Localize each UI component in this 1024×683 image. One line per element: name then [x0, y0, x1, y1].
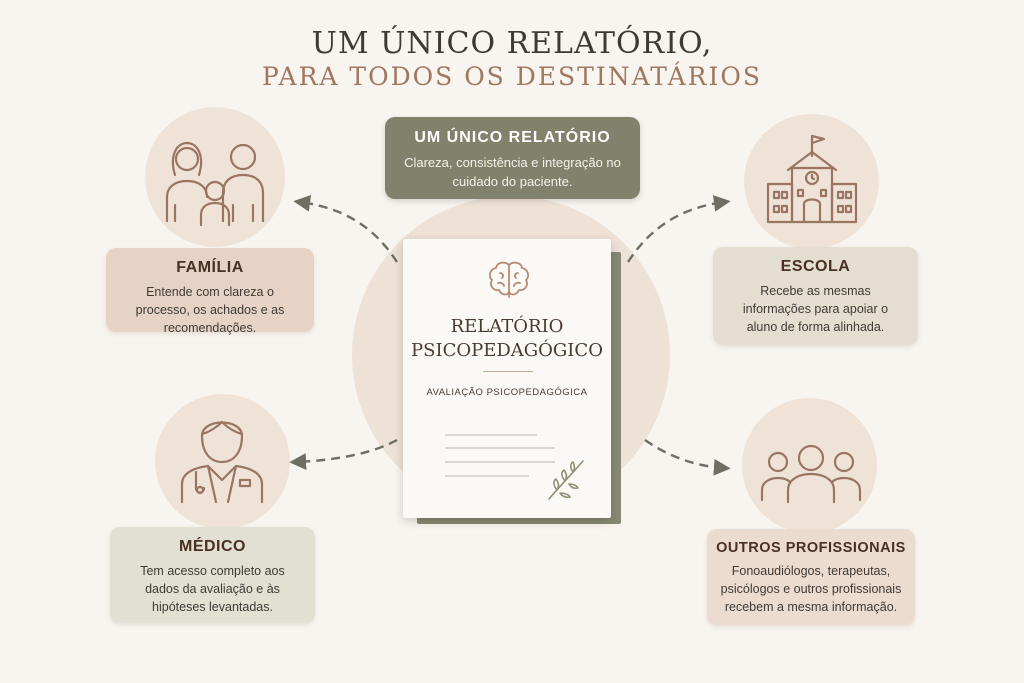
- arrow-to-escola: [626, 195, 731, 263]
- family-circle: [145, 107, 285, 247]
- arrow-to-outros: [644, 439, 731, 476]
- outros-card: OUTROS PROFISSIONAIS Fonoaudiólogos, ter…: [707, 529, 915, 625]
- arrow-to-familia: [293, 195, 399, 263]
- school-icon: [766, 134, 858, 224]
- document-title-line2: PSICOPEDAGÓGICO: [411, 340, 603, 361]
- page-subtitle: PARA TODOS OS DESTINATÁRIOS: [262, 62, 762, 91]
- document-line: [445, 447, 555, 449]
- family-icon: [165, 141, 265, 227]
- escola-card: ESCOLA Recebe as mesmas informações para…: [713, 247, 918, 345]
- document-divider: [483, 371, 533, 372]
- leaf-sprig-icon: [548, 460, 584, 500]
- group-icon: [760, 444, 862, 504]
- outros-description: Fonoaudiólogos, terapeutas, psicólogos e…: [720, 564, 902, 614]
- familia-title: FAMÍLIA: [176, 259, 244, 276]
- outros-title: OUTROS PROFISSIONAIS: [716, 540, 906, 556]
- single-report-description: Clareza, consistência e integração no cu…: [404, 155, 621, 189]
- doctor-icon: [180, 420, 264, 504]
- single-report-box: UM ÚNICO RELATÓRIO Clareza, consistência…: [385, 117, 640, 199]
- brain-icon: [489, 261, 529, 298]
- medico-title: MÉDICO: [179, 538, 246, 555]
- document-subtitle: AVALIAÇÃO PSICOPEDAGÓGICA: [426, 387, 588, 398]
- report-document: RELATÓRIO PSICOPEDAGÓGICO AVALIAÇÃO PSIC…: [403, 239, 611, 518]
- document-line: [445, 475, 529, 477]
- escola-title: ESCOLA: [780, 258, 851, 275]
- escola-description: Recebe as mesmas informações para apoiar…: [742, 284, 889, 334]
- familia-card: FAMÍLIA Entende com clareza o processo, …: [106, 248, 314, 335]
- document-line: [445, 434, 537, 436]
- document-title-line1: RELATÓRIO: [450, 316, 564, 337]
- document-line: [445, 461, 555, 463]
- group-circle: [742, 398, 877, 533]
- single-report-title: UM ÚNICO RELATÓRIO: [414, 129, 611, 146]
- medico-card: MÉDICO Tem acesso completo aos dados da …: [110, 527, 315, 623]
- page-title: UM ÚNICO RELATÓRIO,: [311, 26, 713, 61]
- arrow-to-medico: [289, 438, 398, 470]
- familia-description: Entende com clareza o processo, os achad…: [135, 285, 285, 335]
- medico-description: Tem acesso completo aos dados da avaliaç…: [140, 564, 285, 614]
